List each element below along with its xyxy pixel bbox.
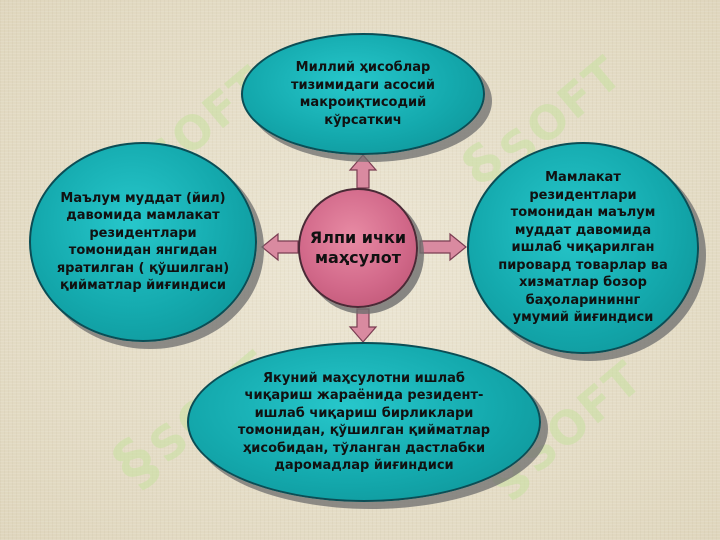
node-top: Миллий ҳисоблар тизимидаги асосий макрои…: [241, 33, 485, 155]
node-bottom-text: Якуний маҳсулотни ишлаб чиқариш жараёнид…: [237, 370, 491, 474]
node-left: Маълум муддат (йил) давомида мамлакат ре…: [29, 142, 257, 342]
node-right-text: Мамлакат резидентлари томонидан маълум м…: [498, 170, 668, 326]
node-top-text: Миллий ҳисоблар тизимидаги асосий макрои…: [290, 60, 436, 128]
node-right: Мамлакат резидентлари томонидан маълум м…: [467, 142, 699, 354]
arrow-left: [261, 232, 299, 262]
arrow-up: [348, 154, 378, 189]
arrow-right: [419, 232, 467, 262]
center-node-text: Ялпи ички маҳсулот: [309, 228, 407, 267]
arrow-down: [348, 308, 378, 343]
center-node: Ялпи ички маҳсулот: [298, 188, 418, 308]
node-left-text: Маълум муддат (йил) давомида мамлакат ре…: [56, 190, 230, 294]
node-bottom: Якуний маҳсулотни ишлаб чиқариш жараёнид…: [187, 342, 541, 502]
